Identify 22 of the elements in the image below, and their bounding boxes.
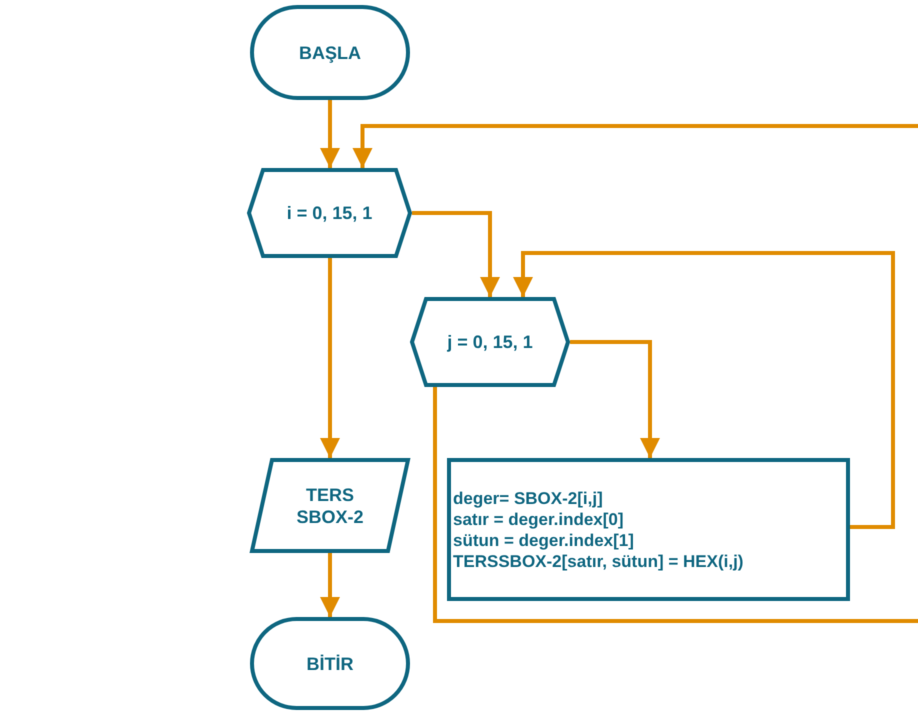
terminal-shape [250,5,410,100]
loop-hexagon [410,297,570,387]
loop-hexagon [247,168,412,258]
arrow [513,251,895,529]
terminal-shape [250,617,410,710]
arrow [352,124,918,623]
node-label: j = 0, 15, 1 [447,331,533,353]
code-line: TERSSBOX-2[satır, sütun] = HEX(i,j) [453,550,744,572]
arrow [320,553,340,617]
arrow [412,211,500,297]
node-label: TERS SBOX-2 [295,484,365,528]
process-box [447,458,850,601]
arrow [570,340,660,458]
arrow [320,100,340,168]
code-line: sütun = deger.index[1] [453,530,634,550]
code-line: satır = deger.index[0] [453,508,624,530]
node-label: BAŞLA [299,42,361,64]
node-label: i = 0, 15, 1 [286,202,372,224]
node-label: BİTİR [306,652,354,674]
code-line: deger= SBOX-2[i,j] [453,488,603,508]
input-output-parallelogram [250,458,410,553]
arrow [320,258,340,458]
